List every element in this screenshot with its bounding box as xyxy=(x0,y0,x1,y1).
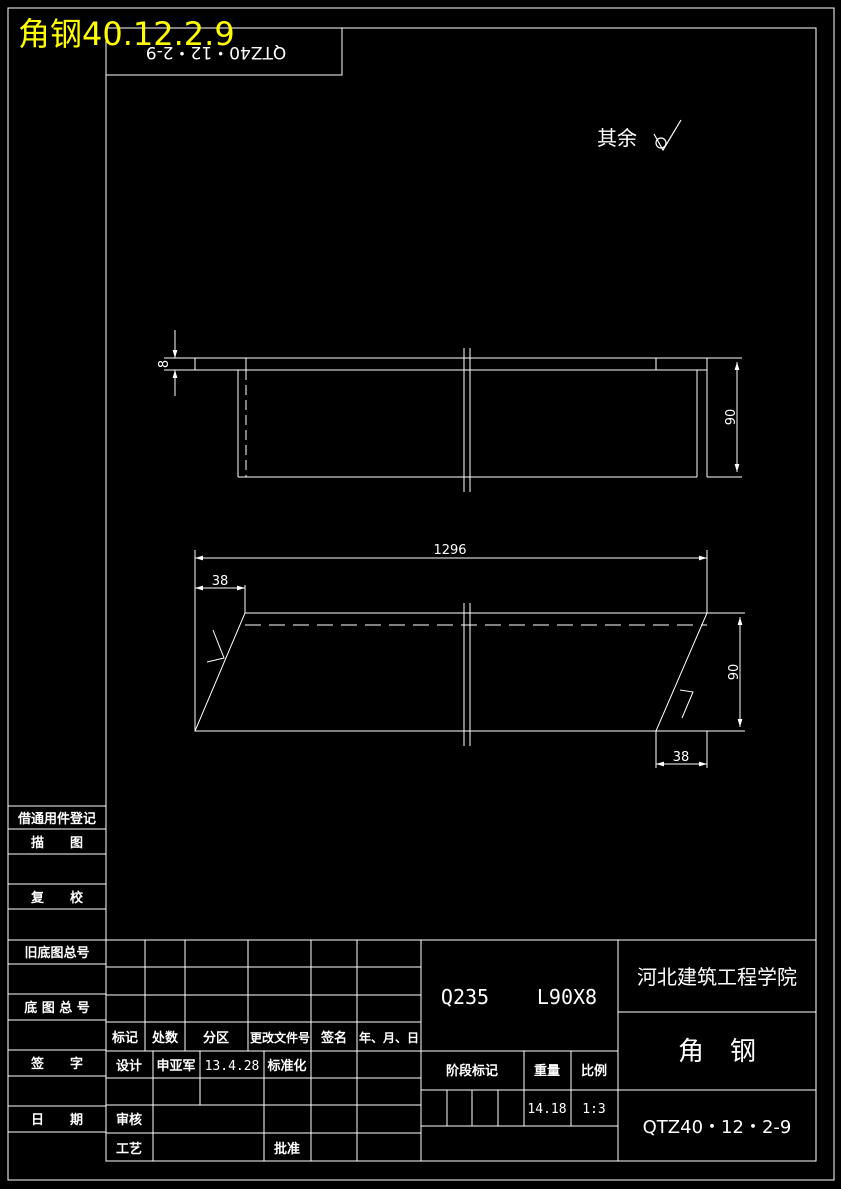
label-approve: 批准 xyxy=(274,1141,300,1157)
label-standardize: 标准化 xyxy=(266,1058,306,1074)
title-block-grid xyxy=(106,939,816,1161)
weight-value: 14.18 xyxy=(527,1102,566,1117)
label-weight: 重量 xyxy=(534,1063,560,1079)
design-date: 13.4.28 xyxy=(205,1059,260,1074)
hdr-sign: 签名 xyxy=(320,1030,347,1046)
label-old-base-no: 旧底图总号 xyxy=(24,945,89,961)
label-borrow-register: 借通用件登记 xyxy=(17,811,96,827)
institution-name: 河北建筑工程学院 xyxy=(637,965,797,989)
label-review: 审核 xyxy=(116,1112,142,1128)
dim-chamfer-right: 38 xyxy=(673,750,690,765)
label-recheck: 复 校 xyxy=(30,890,84,906)
mirrored-drawing-code: QTZ40・12・2-9 xyxy=(146,42,286,62)
section-spec: L90X8 xyxy=(537,985,597,1009)
surface-note: 其余 xyxy=(597,126,637,150)
material-grade: Q235 xyxy=(441,985,489,1009)
label-base-no: 底 图 总 号 xyxy=(24,1000,90,1016)
left-panel-grid xyxy=(8,805,106,1133)
top-view xyxy=(164,330,742,492)
front-view xyxy=(194,550,745,768)
dim-top-height: 90 xyxy=(724,409,739,426)
dim-chamfer-left: 38 xyxy=(212,574,229,589)
label-signature: 签 字 xyxy=(30,1056,83,1072)
label-design: 设计 xyxy=(116,1058,142,1074)
drawing-number: QTZ40・12・2-9 xyxy=(643,1117,792,1138)
dim-top-thickness: 8 xyxy=(157,360,172,368)
dim-length: 1296 xyxy=(433,543,466,558)
scale-value: 1:3 xyxy=(582,1102,605,1117)
label-date: 日 期 xyxy=(31,1113,83,1128)
hdr-ymd: 年、月、日 xyxy=(359,1030,419,1045)
drawing-frame xyxy=(7,7,835,1181)
roughness-icon xyxy=(653,119,682,152)
designer-name: 申亚军 xyxy=(156,1058,195,1074)
hdr-count: 处数 xyxy=(151,1030,179,1046)
dim-front-height: 90 xyxy=(727,664,742,681)
label-scale: 比例 xyxy=(581,1063,607,1079)
label-trace: 描 图 xyxy=(31,835,83,851)
overlay-title: 角钢40.12.2.9 xyxy=(18,15,235,53)
label-process: 工艺 xyxy=(116,1141,142,1157)
hdr-zone: 分区 xyxy=(203,1030,229,1046)
part-name: 角 钢 xyxy=(678,1037,756,1067)
label-stage-mark: 阶段标记 xyxy=(446,1063,498,1079)
hdr-mark: 标记 xyxy=(111,1030,138,1046)
hdr-change-doc: 更改文件号 xyxy=(250,1030,310,1045)
